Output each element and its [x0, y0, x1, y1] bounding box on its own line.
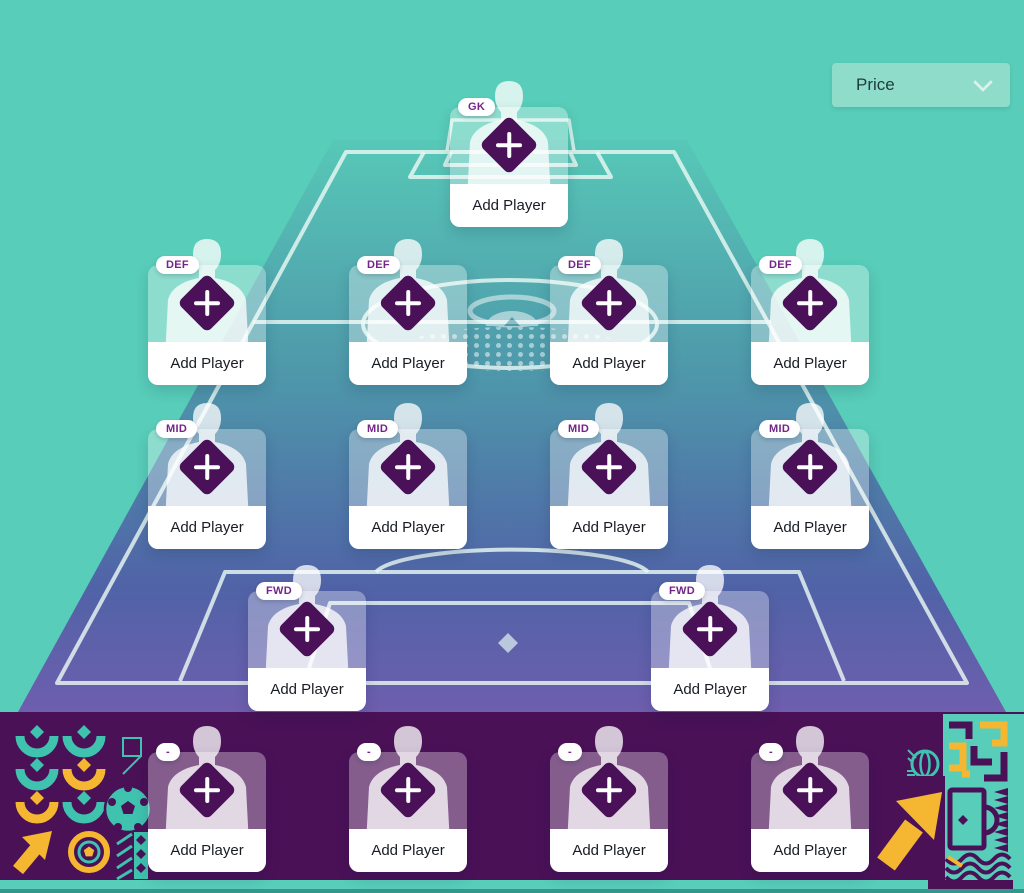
add-player-button[interactable]: Add Player [550, 506, 668, 549]
add-player-card[interactable]: Add Player [349, 429, 467, 549]
position-badge: FWD [659, 582, 705, 600]
player-slot-bench-3[interactable]: Add Player - [550, 720, 668, 872]
add-player-plus-icon [378, 760, 438, 820]
add-player-plus-icon [177, 760, 237, 820]
player-slot-bench-4[interactable]: Add Player - [751, 720, 869, 872]
penalty-spot [498, 633, 518, 653]
add-player-card[interactable]: Add Player [148, 265, 266, 385]
add-player-button[interactable]: Add Player [751, 342, 869, 385]
chevron-down-icon [973, 72, 993, 93]
player-slot-fwd-2[interactable]: Add Player FWD [651, 559, 769, 711]
position-badge: DEF [759, 256, 802, 274]
add-player-card[interactable]: Add Player [349, 752, 467, 872]
player-slot-mid-3[interactable]: Add Player MID [550, 397, 668, 549]
player-slot-def-3[interactable]: Add Player DEF [550, 233, 668, 385]
add-player-button[interactable]: Add Player [349, 506, 467, 549]
bottom-divider [0, 889, 1024, 893]
add-player-card[interactable]: Add Player [248, 591, 366, 711]
position-badge: DEF [156, 256, 199, 274]
add-player-plus-icon [579, 273, 639, 333]
add-player-card[interactable]: Add Player [751, 752, 869, 872]
position-badge: GK [458, 98, 496, 116]
add-player-button[interactable]: Add Player [550, 829, 668, 872]
position-badge: MID [558, 420, 600, 438]
add-player-plus-icon [579, 437, 639, 497]
add-player-plus-icon [177, 437, 237, 497]
position-badge: - [156, 743, 180, 761]
add-player-button[interactable]: Add Player [148, 506, 266, 549]
add-player-plus-icon [680, 599, 740, 659]
player-slot-def-2[interactable]: Add Player DEF [349, 233, 467, 385]
add-player-plus-icon [780, 437, 840, 497]
add-player-button[interactable]: Add Player [349, 342, 467, 385]
add-player-button[interactable]: Add Player [349, 829, 467, 872]
decorative-pattern-right [872, 714, 1024, 884]
position-badge: DEF [558, 256, 601, 274]
player-slot-bench-2[interactable]: Add Player - [349, 720, 467, 872]
add-player-card[interactable]: Add Player [550, 752, 668, 872]
price-filter-dropdown[interactable]: Price [832, 63, 1010, 107]
add-player-button[interactable]: Add Player [450, 184, 568, 227]
add-player-card[interactable]: Add Player [550, 265, 668, 385]
add-player-plus-icon [378, 273, 438, 333]
add-player-plus-icon [780, 273, 840, 333]
add-player-button[interactable]: Add Player [148, 829, 266, 872]
add-player-card[interactable]: Add Player [450, 107, 568, 227]
player-slot-mid-4[interactable]: Add Player MID [751, 397, 869, 549]
position-badge: MID [357, 420, 399, 438]
add-player-card[interactable]: Add Player [651, 591, 769, 711]
bench-bar-extension [928, 880, 1013, 889]
add-player-plus-icon [378, 437, 438, 497]
add-player-card[interactable]: Add Player [148, 429, 266, 549]
add-player-card[interactable]: Add Player [751, 265, 869, 385]
player-slot-mid-1[interactable]: Add Player MID [148, 397, 266, 549]
player-slot-mid-2[interactable]: Add Player MID [349, 397, 467, 549]
player-slot-fwd-1[interactable]: Add Player FWD [248, 559, 366, 711]
add-player-card[interactable]: Add Player [751, 429, 869, 549]
add-player-card[interactable]: Add Player [349, 265, 467, 385]
position-badge: MID [759, 420, 801, 438]
position-badge: - [558, 743, 582, 761]
add-player-card[interactable]: Add Player [550, 429, 668, 549]
price-filter-label: Price [856, 75, 895, 94]
add-player-button[interactable]: Add Player [550, 342, 668, 385]
add-player-button[interactable]: Add Player [751, 829, 869, 872]
add-player-button[interactable]: Add Player [651, 668, 769, 711]
player-slot-bench-1[interactable]: Add Player - [148, 720, 266, 872]
add-player-button[interactable]: Add Player [248, 668, 366, 711]
position-badge: FWD [256, 582, 302, 600]
add-player-plus-icon [277, 599, 337, 659]
add-player-plus-icon [177, 273, 237, 333]
decorative-pattern-left [8, 717, 152, 881]
add-player-button[interactable]: Add Player [148, 342, 266, 385]
add-player-plus-icon [579, 760, 639, 820]
add-player-card[interactable]: Add Player [148, 752, 266, 872]
add-player-plus-icon [479, 115, 539, 175]
position-badge: - [759, 743, 783, 761]
add-player-plus-icon [780, 760, 840, 820]
position-badge: DEF [357, 256, 400, 274]
player-slot-def-1[interactable]: Add Player DEF [148, 233, 266, 385]
position-badge: - [357, 743, 381, 761]
position-badge: MID [156, 420, 198, 438]
player-slot-gk-1[interactable]: Add Player GK [450, 75, 568, 227]
player-slot-def-4[interactable]: Add Player DEF [751, 233, 869, 385]
add-player-button[interactable]: Add Player [751, 506, 869, 549]
